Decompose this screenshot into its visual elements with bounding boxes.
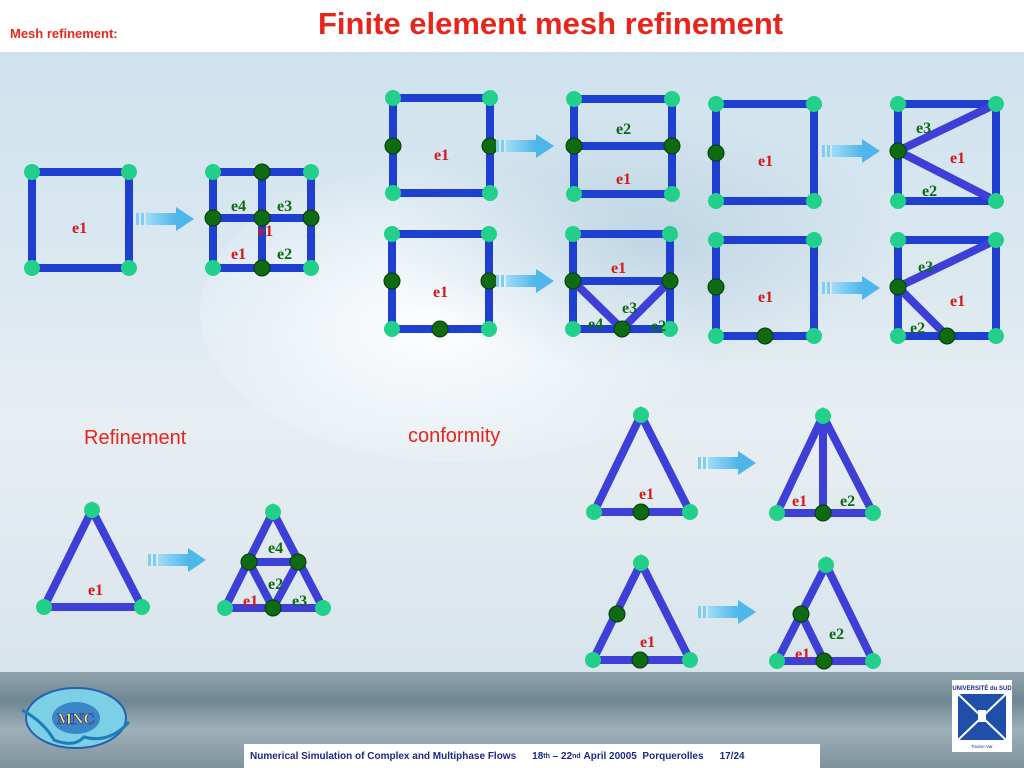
element-label: e1 (616, 171, 631, 188)
arrow-icon (698, 451, 756, 475)
footer-date-rest: April 20005 (583, 750, 637, 762)
conformity-label: conformity (408, 425, 501, 447)
footer-date-end: 22 (561, 750, 573, 762)
element-label: e1 (758, 289, 773, 306)
element-label: e1 (434, 147, 449, 164)
element-label: e1 (640, 634, 655, 651)
mesh-diagram: e1 e4 e3 e1 e1 e2 e1 (24, 90, 1004, 670)
element-label: e1 (950, 150, 965, 167)
arrow-icon (496, 269, 554, 293)
figure-tri-split-2: e1 e1 e2 (586, 405, 881, 522)
figure-quad-split-4-bottom: e1 e1 e3 e4 e2 (383, 226, 679, 338)
arrow-icon (148, 548, 206, 572)
element-label: e1 (433, 284, 448, 301)
university-logo: UNIVERSITÉ du SUD Toulon-Var (952, 680, 1012, 752)
element-label: e1 (758, 153, 773, 170)
element-label: e3 (622, 300, 637, 317)
figure-quad-refine-4: e1 e4 e3 e1 e1 e2 (24, 163, 320, 277)
figure-tri-split-3: e1 e2 e1 (585, 554, 881, 670)
footer-bar: Numerical Simulation of Complex and Mult… (244, 744, 820, 768)
element-label: e4 (268, 540, 283, 557)
element-label: e1 (611, 260, 626, 277)
arrow-icon (496, 134, 554, 158)
figure-tri-refine-4: e1 e4 e2 e1 e3 (36, 501, 331, 617)
element-label: e1 (950, 293, 965, 310)
element-label: e1 (258, 223, 273, 240)
element-label: e2 (277, 246, 292, 263)
element-label: e2 (616, 121, 631, 138)
element-label: e2 (268, 576, 283, 593)
element-label: e1 (795, 646, 810, 663)
slide-title: Finite element mesh refinement (318, 6, 784, 41)
element-label: e4 (231, 198, 246, 215)
figure-quad-split-2: e1 e2 e1 (384, 90, 681, 202)
footer-event: Numerical Simulation of Complex and Mult… (250, 750, 517, 762)
wave-background (200, 162, 720, 462)
element-label: e1 (72, 220, 87, 237)
element-label: e3 (277, 198, 292, 215)
element-label: e3 (918, 259, 933, 276)
university-logo-subtext: Toulon-Var (971, 744, 993, 749)
element-label: e2 (840, 493, 855, 510)
element-label: e2 (651, 318, 666, 335)
element-label: e3 (292, 593, 307, 610)
section-label: Mesh refinement: (10, 26, 118, 41)
element-label: e2 (922, 183, 937, 200)
refinement-label: Refinement (84, 427, 187, 449)
figure-quad-split-3-left: e1 e3 e1 e2 (707, 96, 1004, 209)
figure-quad-split-3-corner: e1 e3 e1 e2 (707, 232, 1004, 345)
arrow-icon (822, 276, 880, 300)
slide-header: Mesh refinement: Finite element mesh ref… (0, 0, 1024, 52)
element-label: e1 (792, 493, 807, 510)
arrow-icon (822, 139, 880, 163)
footer-page-number: 17/24 (719, 750, 745, 762)
element-label: e4 (588, 316, 603, 333)
element-label: e1 (243, 593, 258, 610)
element-label: e1 (639, 486, 654, 503)
arrow-icon (698, 600, 756, 624)
element-label: e1 (88, 582, 103, 599)
university-logo-text: UNIVERSITÉ du SUD (952, 684, 1012, 692)
element-label: e2 (829, 626, 844, 643)
arrow-icon (136, 207, 194, 231)
element-label: e2 (910, 320, 925, 337)
mnc-logo-text: MNC (57, 711, 95, 728)
footer-date-start: 18 (532, 750, 544, 762)
mnc-logo: MNC (21, 687, 131, 749)
element-label: e3 (916, 120, 931, 137)
footer-place: Porquerolles (642, 750, 704, 762)
footer-date-sep: – (552, 750, 559, 762)
footer-date-start-sup: th (543, 752, 550, 760)
element-label: e1 (231, 246, 246, 263)
footer-date-end-sup: nd (572, 752, 581, 760)
